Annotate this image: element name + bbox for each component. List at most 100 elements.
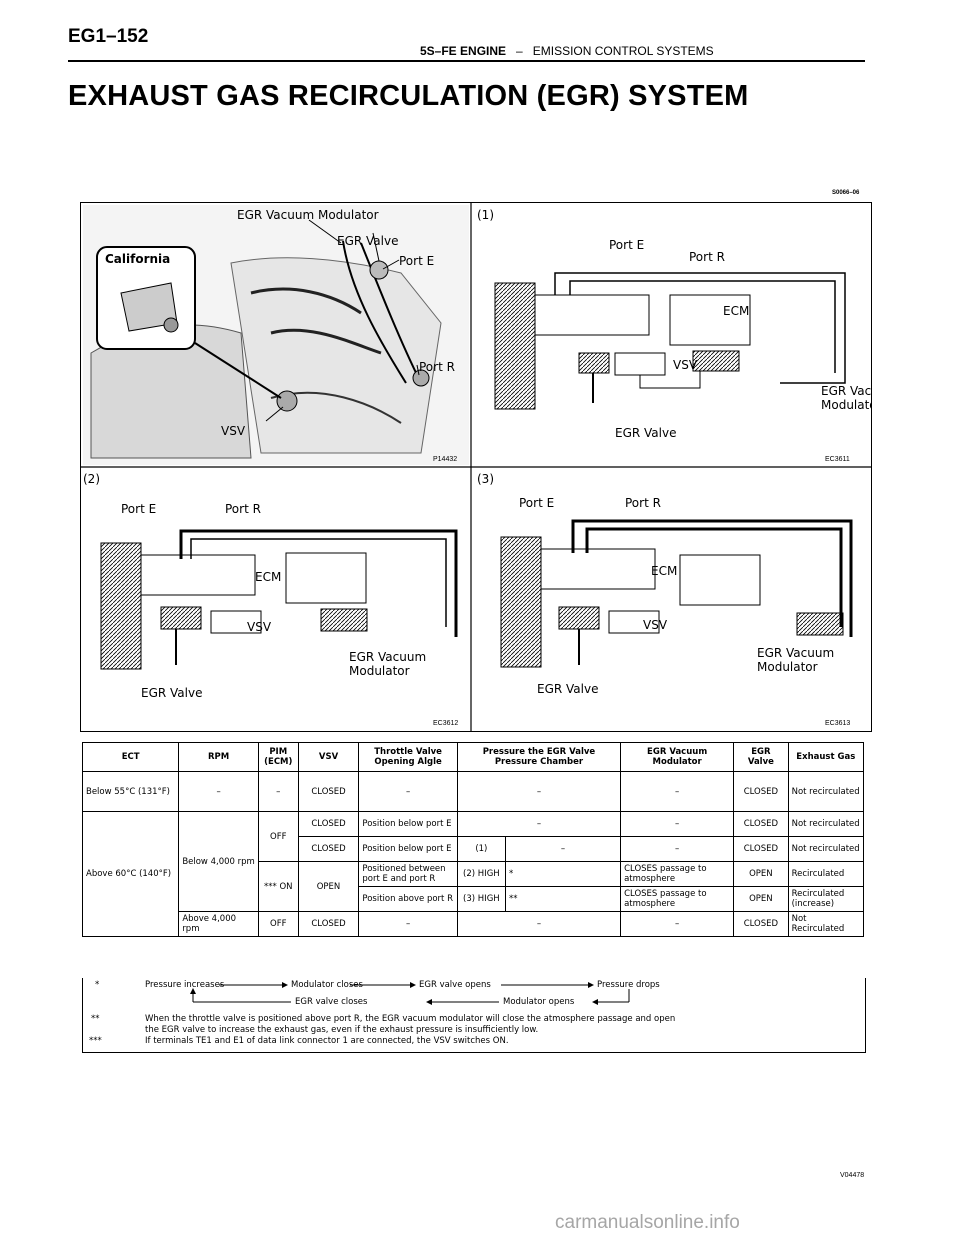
- cell-throttle: –: [358, 771, 458, 812]
- photo-modulator-label: EGR Vacuum Modulator: [237, 208, 379, 222]
- cell-pim: OFF: [257, 811, 299, 862]
- photo-vsv-label: VSV: [221, 424, 246, 438]
- cell-egr: OPEN: [733, 861, 789, 887]
- cell-exhaust: Recirculated (increase): [787, 886, 865, 912]
- notes-arrows: [190, 982, 630, 1005]
- note-1-mark: *: [95, 980, 100, 990]
- header-vsv: VSV: [297, 742, 360, 772]
- photo-california-label: California: [105, 252, 170, 266]
- diagram-3-egr-valve: EGR Valve: [537, 682, 598, 696]
- diagram-1-port-r: Port R: [689, 250, 725, 264]
- cell-exhaust: Not recirculated: [787, 771, 865, 812]
- cell-rpm: Below 4,000 rpm: [178, 811, 259, 912]
- diagram-1-ecm: ECM: [723, 304, 749, 318]
- diagram-3: (3) Port E Port R ECM VSV EGR Valve EGR …: [477, 472, 853, 727]
- cell-exhaust: Not recirculated: [787, 811, 865, 837]
- header-throttle: Throttle Valve Opening Algle: [358, 742, 458, 772]
- bottom-figure-code: V04478: [840, 1172, 865, 1179]
- header-rpm: RPM: [178, 742, 259, 772]
- cell-pressure: –: [456, 911, 622, 937]
- cell-throttle: Position below port E: [358, 836, 458, 862]
- note-3-mark: ***: [89, 1036, 102, 1046]
- cell-modulator: –: [620, 811, 735, 837]
- cell-egr: OPEN: [733, 886, 789, 912]
- cell-pressure: *: [504, 861, 622, 887]
- cell-rpm: –: [178, 771, 259, 812]
- note-1-pressure-increases: Pressure increases: [145, 980, 225, 990]
- cell-modulator: –: [620, 911, 735, 937]
- diagram-2-port-r: Port R: [225, 502, 261, 516]
- cell-pressure-code: (1): [456, 836, 506, 862]
- diagram-1-code: EC3611: [825, 456, 850, 463]
- diagram-1-egr-valve: EGR Valve: [615, 426, 676, 440]
- egr-figure-drawing: EGR Vacuum Modulator EGR Valve Port E Po…: [81, 203, 871, 731]
- cell-pressure-code: (2) HIGH: [456, 861, 506, 887]
- cell-exhaust: Recirculated: [787, 861, 865, 887]
- cell-pim: –: [257, 771, 299, 812]
- cell-ect: Below 55°C (131°F): [81, 771, 180, 812]
- cell-ect: Above 60°C (140°F): [81, 811, 180, 937]
- running-header: 5S–FE ENGINE – EMISSION CONTROL SYSTEMS: [420, 44, 714, 58]
- section-name: 5S–FE ENGINE: [420, 44, 507, 58]
- table-row: *** ON OPEN Positioned between port E an…: [83, 861, 865, 912]
- photo-egr-valve-label: EGR Valve: [337, 234, 398, 248]
- note-2-line-1: When the throttle valve is positioned ab…: [145, 1014, 676, 1024]
- cell-rpm: Above 4,000 rpm: [178, 911, 259, 937]
- table-header-row: ECT RPM PIM (ECM) VSV Throttle Valve Ope…: [81, 742, 865, 772]
- cell-pressure: –: [456, 771, 622, 812]
- cell-exhaust: Not Recirculated: [787, 911, 865, 937]
- cell-egr: CLOSED: [733, 911, 789, 937]
- note-2-mark: **: [91, 1014, 100, 1024]
- cell-throttle: Position above port R: [358, 886, 458, 912]
- note-3-text: If terminals TE1 and E1 of data link con…: [145, 1036, 509, 1046]
- cell-exhaust: Not recirculated: [787, 836, 865, 862]
- cell-throttle: Positioned between port E and port R: [358, 861, 458, 887]
- table-row: Above 60°C (140°F) Below 4,000 rpm OFF C…: [81, 811, 865, 937]
- table-notes: * Pressure increases Modulator closes EG…: [82, 978, 866, 1053]
- note-1-egr-closes: EGR valve closes: [295, 997, 368, 1007]
- table-row: Above 4,000 rpm OFF CLOSED – – – CLOSED …: [83, 911, 865, 937]
- header-exhaust: Exhaust Gas: [787, 742, 865, 772]
- cell-vsv: CLOSED: [297, 836, 360, 862]
- section-title: EMISSION CONTROL SYSTEMS: [532, 44, 714, 58]
- cell-modulator: –: [620, 771, 735, 812]
- diagram-3-vsv: VSV: [643, 618, 668, 632]
- diagram-1-port-e: Port E: [609, 238, 644, 252]
- diagram-3-modulator-l1: EGR Vacuum: [757, 646, 834, 660]
- cell-vsv: CLOSED: [297, 771, 360, 812]
- cell-vsv: CLOSED: [297, 911, 360, 937]
- cell-modulator: CLOSES passage to atmosphere: [620, 861, 735, 887]
- diagram-1-modulator-l1: EGR Vacuum: [821, 384, 871, 398]
- cell-modulator: CLOSES passage to atmosphere: [620, 886, 735, 912]
- header-ect: ECT: [81, 742, 180, 772]
- note-1-modulator-closes: Modulator closes: [291, 980, 363, 990]
- diagram-2-tag: (2): [83, 472, 100, 486]
- header-modulator: EGR Vacuum Modulator: [620, 742, 735, 772]
- diagram-3-tag: (3): [477, 472, 494, 486]
- header-egr-valve: EGR Valve: [733, 742, 789, 772]
- diagram-1: (1) Port E Port R ECM VSV EGR Valve EGR …: [477, 208, 871, 463]
- diagram-2-port-e: Port E: [121, 502, 156, 516]
- cell-pressure: –: [456, 811, 622, 837]
- cell-pim: OFF: [257, 911, 299, 937]
- cell-vsv: CLOSED: [297, 811, 360, 837]
- diagram-2-vsv: VSV: [247, 620, 272, 634]
- header-rule: [68, 60, 865, 62]
- diagram-3-ecm: ECM: [651, 564, 677, 578]
- photo-code: P14432: [433, 456, 457, 463]
- table-row: CLOSED Position below port E (1) – – CLO…: [83, 836, 865, 862]
- table-row: Below 55°C (131°F) – – CLOSED – – – CLOS…: [81, 771, 865, 812]
- egr-figure: EGR Vacuum Modulator EGR Valve Port E Po…: [80, 202, 872, 732]
- figure-code: S0066–06: [832, 190, 860, 196]
- note-1-egr-opens: EGR valve opens: [419, 980, 491, 990]
- photo-port-e-label: Port E: [399, 254, 434, 268]
- photo-port-r-label: Port R: [419, 360, 455, 374]
- header-pim: PIM (ECM): [257, 742, 299, 772]
- header-separator: –: [516, 44, 523, 58]
- page-number: EG1–152: [68, 26, 149, 47]
- diagram-2-modulator-l2: Modulator: [349, 664, 410, 678]
- diagram-2: (2) Port E Port R ECM VSV EGR Valve EGR …: [83, 472, 458, 727]
- table-row: Position above port R (3) HIGH ** CLOSES…: [83, 886, 865, 912]
- cell-throttle: –: [358, 911, 458, 937]
- diagram-1-tag: (1): [477, 208, 494, 222]
